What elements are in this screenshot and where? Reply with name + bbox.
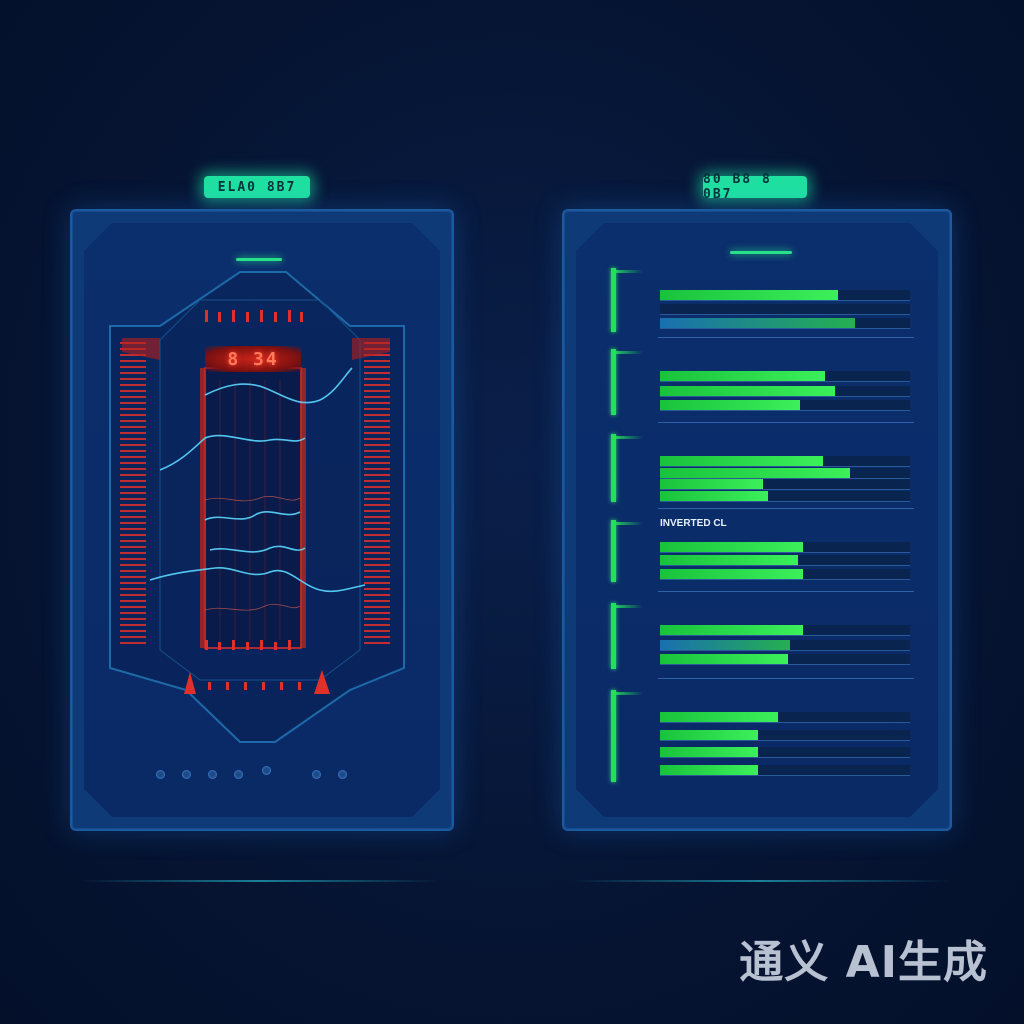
metric-bar-fill (660, 654, 788, 665)
metric-bar-track (660, 542, 910, 553)
row-marker-tick (611, 436, 643, 439)
metric-bar-fill (660, 290, 838, 300)
metric-bar-fill (660, 371, 825, 381)
row-separator (658, 337, 914, 338)
waveform-3 (204, 511, 301, 521)
indicator-dot[interactable] (156, 770, 165, 779)
right-triangle-marker (314, 670, 330, 694)
metric-bar-track (660, 729, 910, 741)
indicator-dot[interactable] (182, 770, 191, 779)
row-separator (658, 508, 914, 509)
row-marker-tick (611, 692, 643, 695)
indicator-dot[interactable] (312, 770, 321, 779)
row-marker (611, 520, 616, 582)
row-marker (611, 690, 616, 782)
signal-window (204, 367, 302, 649)
waveform-1 (204, 367, 353, 404)
metric-bar-fill (660, 625, 803, 635)
indicator-dot[interactable] (208, 770, 217, 779)
metric-bar-track (660, 625, 910, 636)
row-marker-tick (611, 522, 643, 525)
metric-bar-fill (660, 729, 758, 740)
metric-bar-track (660, 654, 910, 666)
metric-bar-track (660, 712, 910, 723)
row-marker (611, 603, 616, 669)
row-marker (611, 434, 616, 502)
waveform-4 (149, 567, 366, 593)
right-striped-column (364, 338, 390, 648)
metric-bar-track (660, 371, 910, 382)
metric-bar-track (660, 639, 910, 651)
indicator-dot[interactable] (262, 766, 271, 775)
metric-bar-track (660, 490, 910, 502)
row-marker (611, 349, 616, 415)
metric-bar-fill (660, 764, 758, 775)
row-marker-tick (611, 605, 643, 608)
left-panel-header-dash (236, 258, 282, 261)
metric-bar-track (660, 304, 910, 315)
metric-bar-fill (660, 542, 803, 552)
metric-bar-fill (660, 385, 835, 396)
indicator-dot[interactable] (338, 770, 347, 779)
row-separator (658, 678, 914, 679)
waveform-5 (209, 545, 306, 553)
row-title: INVERTED CL (660, 518, 727, 529)
metric-bar-fill (660, 400, 800, 411)
waveform-2 (159, 434, 306, 471)
metric-bar-fill (660, 467, 850, 478)
left-floor-glow (80, 880, 440, 882)
metric-bar-track (660, 467, 910, 479)
right-panel-header-dash (730, 251, 792, 254)
metric-bar-track (660, 290, 910, 301)
metric-bar-track (660, 747, 910, 758)
metric-bar-fill (660, 747, 758, 757)
row-marker (611, 268, 616, 332)
metric-bar-fill (660, 456, 823, 466)
indicator-dot[interactable] (234, 770, 243, 779)
metric-bar-track (660, 479, 910, 490)
metric-bar-fill (660, 318, 855, 328)
row-separator (658, 591, 914, 592)
left-striped-column (120, 338, 146, 648)
metric-bar-track (660, 456, 910, 467)
watermark: 通义 AI生成 (739, 937, 988, 988)
metric-bar-track (660, 385, 910, 397)
metric-bar-fill (660, 555, 798, 566)
row-marker-tick (611, 270, 643, 273)
metric-bar-fill (660, 639, 790, 650)
right-floor-glow (570, 880, 950, 882)
metric-bar-fill (660, 479, 763, 489)
metric-bar-track (660, 568, 910, 580)
right-panel-tag: 80 B8 8 0B7 (703, 172, 807, 202)
row-marker-tick (611, 351, 643, 354)
left-panel-tag: ELA0 8B7 (204, 176, 310, 198)
metric-bar-fill (660, 568, 803, 579)
left-triangle-marker (184, 672, 196, 694)
row-separator (658, 422, 914, 423)
metric-bar-fill (660, 712, 778, 722)
metric-bar-track (660, 318, 910, 329)
metric-bar-fill (660, 490, 768, 501)
metric-bar-track (660, 764, 910, 776)
metric-bar-track (660, 555, 910, 567)
device-readout: 8 34 (205, 346, 301, 372)
metric-bar-track (660, 400, 910, 412)
